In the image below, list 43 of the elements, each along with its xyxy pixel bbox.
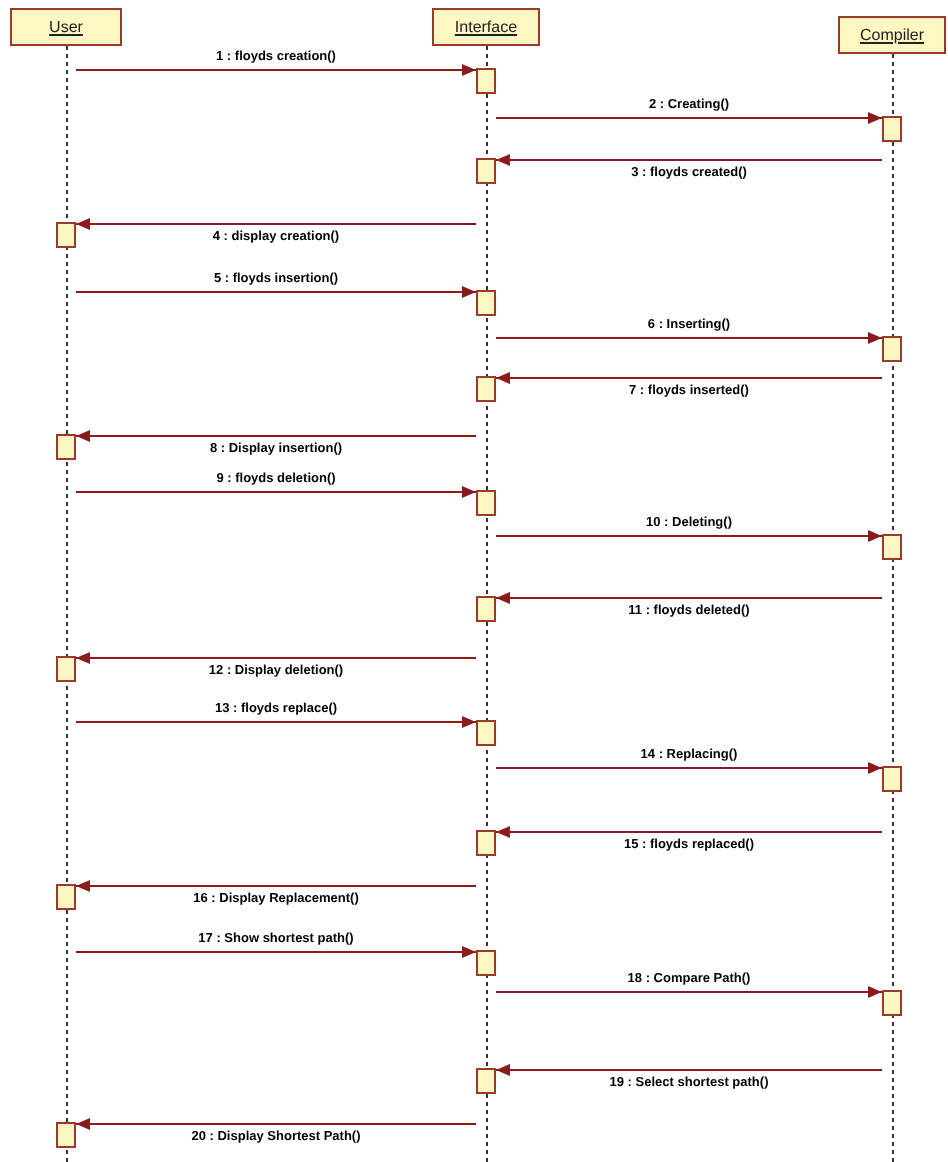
activation-bar — [882, 990, 902, 1016]
message-arrow — [495, 986, 883, 998]
message-arrow — [495, 332, 883, 344]
activation-bar — [476, 830, 496, 856]
activation-bar — [476, 596, 496, 622]
message-arrow — [75, 880, 477, 892]
message-arrow — [75, 652, 477, 664]
object-box: Interface — [432, 8, 540, 46]
activation-bar — [56, 656, 76, 682]
message-arrow — [495, 154, 883, 166]
activation-bar — [56, 222, 76, 248]
object-box: User — [10, 8, 122, 46]
activation-bar — [476, 68, 496, 94]
activation-bar — [882, 336, 902, 362]
message-arrow — [75, 716, 477, 728]
message-arrow — [495, 1064, 883, 1076]
message-arrow — [495, 112, 883, 124]
activation-bar — [56, 884, 76, 910]
message-arrow — [75, 218, 477, 230]
activation-bar — [476, 950, 496, 976]
message-arrow — [75, 486, 477, 498]
message-arrow — [495, 592, 883, 604]
message-arrow — [495, 826, 883, 838]
activation-bar — [476, 720, 496, 746]
activation-bar — [476, 376, 496, 402]
message-arrow — [495, 372, 883, 384]
activation-bar — [476, 490, 496, 516]
activation-bar — [476, 1068, 496, 1094]
activation-bar — [476, 158, 496, 184]
message-arrow — [75, 946, 477, 958]
activation-bar — [476, 290, 496, 316]
object-box: Compiler — [838, 16, 946, 54]
message-arrow — [495, 530, 883, 542]
activation-bar — [882, 534, 902, 560]
message-arrow — [75, 286, 477, 298]
message-arrow — [75, 430, 477, 442]
activation-bar — [56, 434, 76, 460]
message-arrow — [75, 1118, 477, 1130]
message-arrow — [495, 762, 883, 774]
activation-bar — [56, 1122, 76, 1148]
message-arrow — [75, 64, 477, 76]
activation-bar — [882, 766, 902, 792]
activation-bar — [882, 116, 902, 142]
